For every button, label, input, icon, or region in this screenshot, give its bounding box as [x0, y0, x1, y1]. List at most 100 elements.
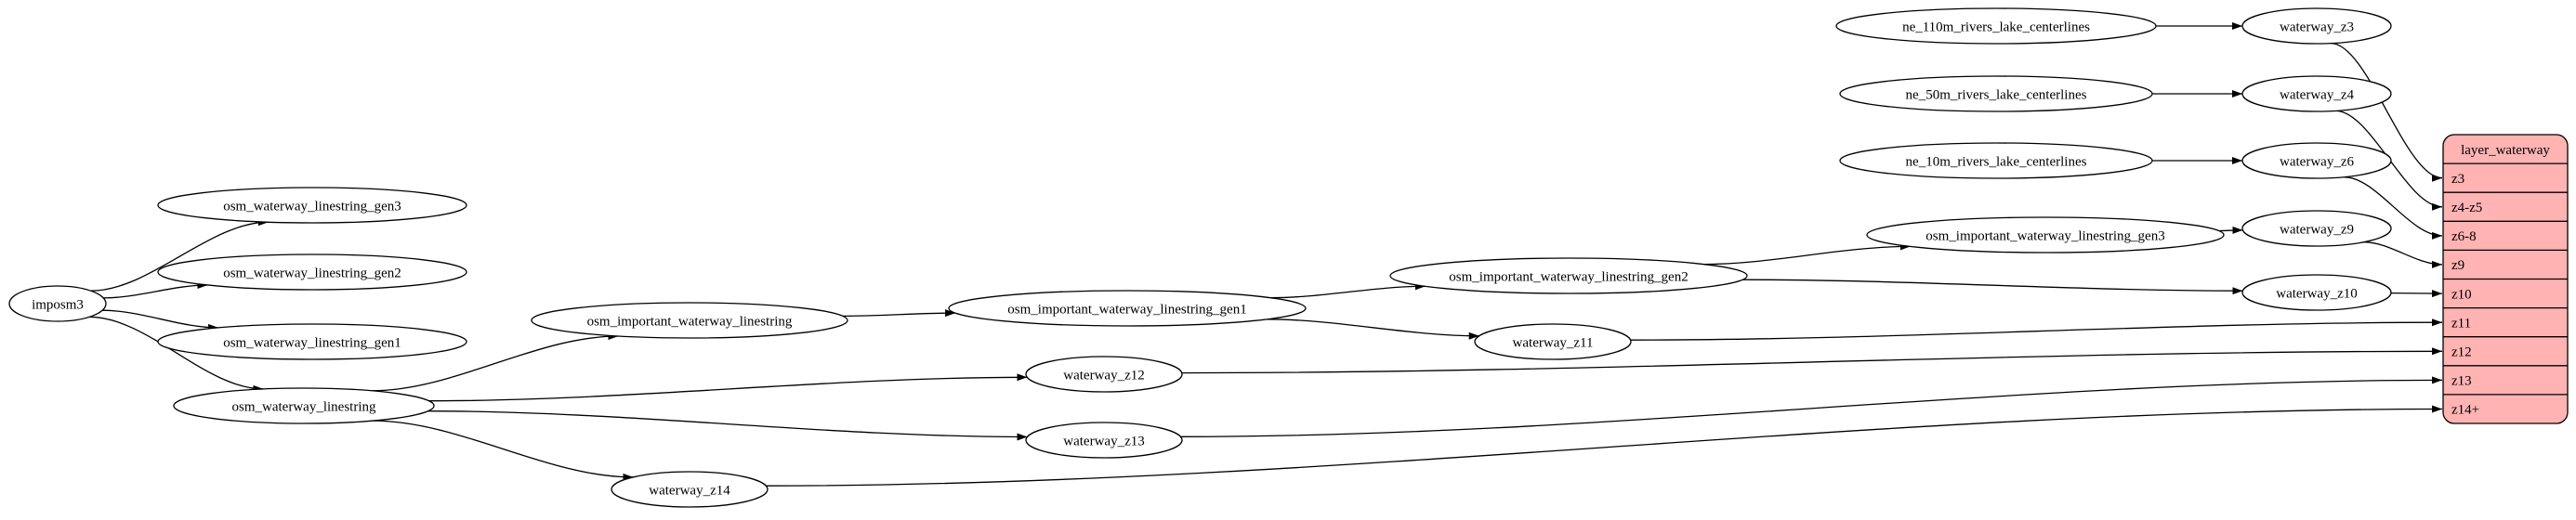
- node-label-waterway_z4: waterway_z4: [2280, 87, 2354, 102]
- edge-osm_important_waterway_linestring-to-osm_important_waterway_linestring_gen1: [842, 309, 956, 318]
- edge-waterway_z11-to-layer_waterway-z11: [1630, 318, 2443, 341]
- edge-osm_waterway_linestring-to-waterway_z13: [427, 410, 1028, 441]
- node-waterway_z6: waterway_z6: [2241, 142, 2392, 179]
- node-shape-ne_10m_rivers_lake_centerlines: [1839, 142, 2153, 179]
- node-shape-osm_important_waterway_linestring_gen1: [948, 290, 1307, 327]
- edge-imposm3-to-osm_waterway_linestring_gen1: [102, 309, 219, 332]
- node-shape-waterway_z10: [2241, 274, 2392, 311]
- edge-osm_important_waterway_linestring_gen1-to-osm_important_waterway_linestring_gen2: [1269, 282, 1426, 299]
- edge-osm_waterway_linestring-to-osm_important_waterway_linestring: [372, 332, 619, 392]
- edge-waterway_z6-to-layer_waterway-z6-8: [2344, 176, 2443, 240]
- edge-waterway_z9-to-layer_waterway-z9: [2363, 241, 2443, 268]
- node-label-osm_important_waterway_linestring_gen3: osm_important_waterway_linestring_gen3: [1925, 228, 2164, 243]
- edge-imposm3-to-osm_waterway_linestring_gen3: [90, 218, 269, 292]
- record-row-z14+: z14+: [2451, 403, 2479, 418]
- node-shape-osm_waterway_linestring_gen2: [157, 254, 467, 291]
- node-waterway_z3: waterway_z3: [2241, 7, 2392, 45]
- node-shape-osm_waterway_linestring: [173, 387, 435, 424]
- node-label-ne_110m_rivers_lake_centerlines: ne_110m_rivers_lake_centerlines: [1902, 20, 2090, 34]
- node-label-osm_waterway_linestring_gen1: osm_waterway_linestring_gen1: [223, 335, 401, 350]
- node-label-waterway_z9: waterway_z9: [2280, 222, 2354, 237]
- node-shape-waterway_z11: [1474, 323, 1632, 360]
- record-layer: layer_waterwayz3z4-z5z6-8z9z10z11z12z13z…: [2442, 134, 2569, 424]
- node-shape-osm_important_waterway_linestring_gen2: [1389, 257, 1748, 294]
- node-osm_important_waterway_linestring_gen3: osm_important_waterway_linestring_gen3: [1866, 216, 2225, 254]
- edge-waterway_z12-to-layer_waterway-z12: [1181, 347, 2443, 374]
- node-waterway_z4: waterway_z4: [2241, 75, 2392, 112]
- edge-osm_waterway_linestring-to-waterway_z12: [428, 373, 1028, 402]
- edge-osm_waterway_linestring-to-waterway_z14: [373, 420, 634, 481]
- node-shape-osm_important_waterway_linestring_gen3: [1866, 216, 2225, 254]
- node-shape-osm_waterway_linestring_gen1: [157, 323, 467, 360]
- record-row-z6-8: z6-8: [2451, 229, 2477, 244]
- node-osm_important_waterway_linestring_gen1: osm_important_waterway_linestring_gen1: [948, 290, 1307, 327]
- node-osm_important_waterway_linestring_gen2: osm_important_waterway_linestring_gen2: [1389, 257, 1748, 294]
- node-label-ne_50m_rivers_lake_centerlines: ne_50m_rivers_lake_centerlines: [1906, 87, 2087, 102]
- node-shape-waterway_z3: [2241, 7, 2392, 45]
- edge-osm_important_waterway_linestring_gen2-to-waterway_z10: [1742, 279, 2243, 295]
- node-shape-waterway_z14: [611, 471, 769, 508]
- node-osm_important_waterway_linestring: osm_important_waterway_linestring: [531, 302, 848, 339]
- record-layer_waterway: layer_waterwayz3z4-z5z6-8z9z10z11z12z13z…: [2442, 134, 2569, 424]
- node-ne_50m_rivers_lake_centerlines: ne_50m_rivers_lake_centerlines: [1839, 75, 2153, 112]
- record-row-z3: z3: [2451, 172, 2464, 187]
- edge-waterway_z14-to-layer_waterway-z14+: [766, 405, 2443, 487]
- node-shape-osm_waterway_linestring_gen3: [157, 187, 467, 224]
- node-shape-ne_110m_rivers_lake_centerlines: [1835, 7, 2157, 45]
- node-shape-waterway_z4: [2241, 75, 2392, 112]
- edge-osm_important_waterway_linestring_gen3-to-waterway_z9: [2218, 226, 2243, 234]
- node-shape-osm_important_waterway_linestring: [531, 302, 848, 339]
- record-row-z10: z10: [2451, 287, 2472, 302]
- node-label-osm_waterway_linestring: osm_waterway_linestring: [232, 399, 376, 414]
- node-label-ne_10m_rivers_lake_centerlines: ne_10m_rivers_lake_centerlines: [1906, 154, 2087, 169]
- node-label-waterway_z6: waterway_z6: [2280, 154, 2354, 169]
- node-shape-waterway_z12: [1025, 356, 1183, 393]
- node-ne_10m_rivers_lake_centerlines: ne_10m_rivers_lake_centerlines: [1839, 142, 2153, 179]
- node-waterway_z13: waterway_z13: [1025, 422, 1183, 459]
- node-label-osm_important_waterway_linestring: osm_important_waterway_linestring: [587, 314, 793, 329]
- node-label-imposm3: imposm3: [32, 297, 84, 312]
- node-label-waterway_z13: waterway_z13: [1063, 434, 1144, 448]
- node-osm_waterway_linestring: osm_waterway_linestring: [173, 387, 435, 424]
- node-label-waterway_z3: waterway_z3: [2280, 20, 2354, 34]
- record-title-layer_waterway: layer_waterway: [2461, 143, 2550, 158]
- node-osm_waterway_linestring_gen1: osm_waterway_linestring_gen1: [157, 323, 467, 360]
- edge-imposm3-to-osm_waterway_linestring: [89, 316, 264, 393]
- edge-waterway_z10-to-layer_waterway-z10: [2390, 290, 2443, 298]
- node-shape-waterway_z6: [2241, 142, 2392, 179]
- edge-waterway_z13-to-layer_waterway-z13: [1180, 376, 2443, 437]
- node-osm_waterway_linestring_gen3: osm_waterway_linestring_gen3: [157, 187, 467, 224]
- edge-waterway_z3-to-layer_waterway-z3: [2331, 42, 2443, 182]
- node-waterway_z11: waterway_z11: [1474, 323, 1632, 360]
- node-imposm3: imposm3: [8, 285, 107, 322]
- node-label-osm_important_waterway_linestring_gen2: osm_important_waterway_linestring_gen2: [1449, 269, 1688, 284]
- node-label-osm_waterway_linestring_gen3: osm_waterway_linestring_gen3: [223, 199, 401, 214]
- node-osm_waterway_linestring_gen2: osm_waterway_linestring_gen2: [157, 254, 467, 291]
- node-shape-imposm3: [8, 285, 107, 322]
- node-label-waterway_z12: waterway_z12: [1063, 368, 1144, 383]
- node-waterway_z12: waterway_z12: [1025, 356, 1183, 393]
- edge-osm_important_waterway_linestring_gen2-to-osm_important_waterway_linestring_gen3: [1703, 242, 1911, 266]
- node-label-waterway_z10: waterway_z10: [2276, 286, 2357, 301]
- node-label-osm_important_waterway_linestring_gen1: osm_important_waterway_linestring_gen1: [1007, 302, 1246, 317]
- node-label-osm_waterway_linestring_gen2: osm_waterway_linestring_gen2: [223, 266, 401, 280]
- node-waterway_z9: waterway_z9: [2241, 210, 2392, 247]
- node-ne_110m_rivers_lake_centerlines: ne_110m_rivers_lake_centerlines: [1835, 7, 2157, 45]
- node-waterway_z10: waterway_z10: [2241, 274, 2392, 311]
- edge-imposm3-to-osm_waterway_linestring_gen2: [103, 281, 208, 299]
- record-row-z12: z12: [2451, 345, 2472, 360]
- node-shape-ne_50m_rivers_lake_centerlines: [1839, 75, 2153, 112]
- node-label-waterway_z11: waterway_z11: [1513, 335, 1594, 350]
- node-waterway_z14: waterway_z14: [611, 471, 769, 508]
- edges-layer: [89, 22, 2443, 487]
- edge-osm_important_waterway_linestring_gen1-to-waterway_z11: [1267, 318, 1479, 340]
- node-shape-waterway_z9: [2241, 210, 2392, 247]
- node-shape-waterway_z13: [1025, 422, 1183, 459]
- record-row-z13: z13: [2451, 374, 2472, 389]
- record-row-z4-z5: z4-z5: [2451, 201, 2482, 215]
- node-label-waterway_z14: waterway_z14: [649, 483, 730, 498]
- record-row-z9: z9: [2451, 258, 2464, 273]
- nodes-layer: imposm3 osm_waterway_linestring_gen3 osm_w…: [8, 7, 2392, 508]
